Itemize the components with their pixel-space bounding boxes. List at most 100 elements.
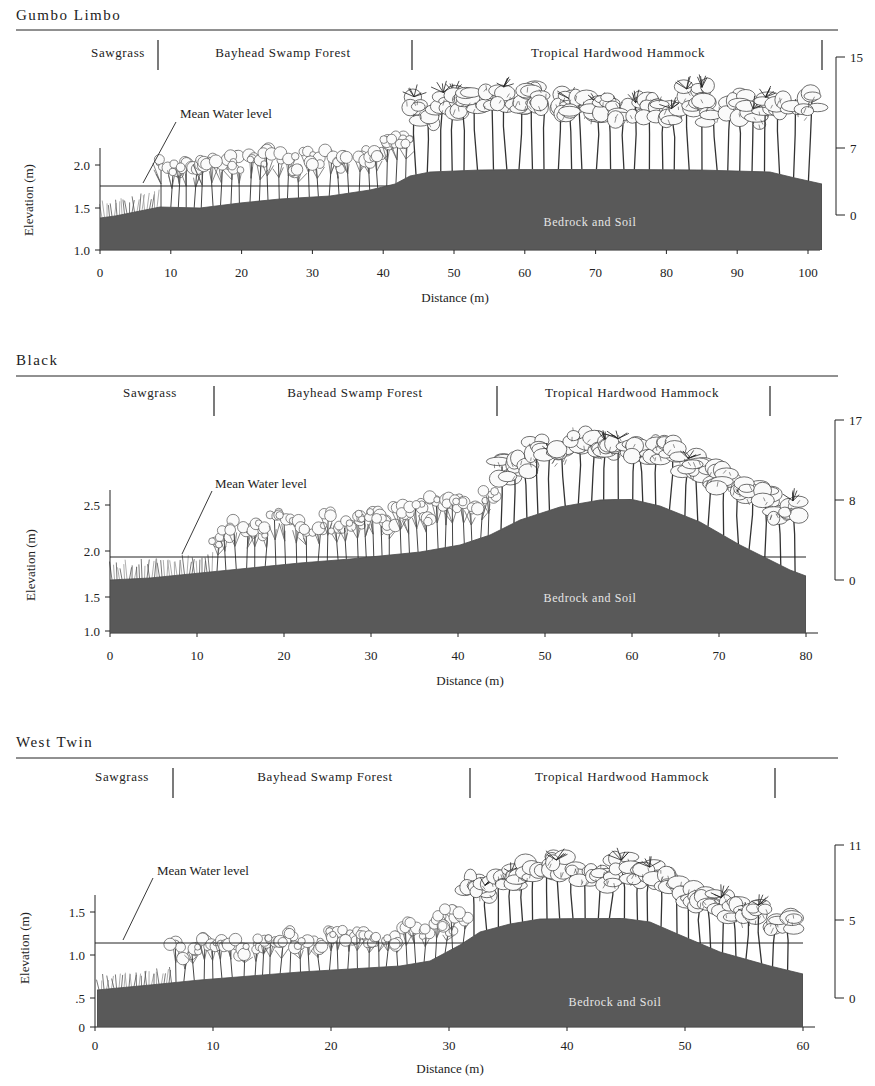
bedrock-fill	[110, 499, 806, 633]
x-tick	[95, 1027, 96, 1031]
sawgrass-blade	[113, 565, 115, 580]
axis-title: Elevation (m)	[22, 164, 35, 236]
shrub-foliage	[346, 520, 353, 527]
shrub-branch	[172, 175, 175, 188]
shrub-foliage	[459, 498, 467, 506]
leaf-hatch	[591, 119, 593, 124]
leaf-hatch	[770, 515, 772, 520]
tick-label: 1.0	[69, 949, 85, 962]
tick-label: 0	[92, 1039, 99, 1052]
height-scale	[835, 845, 836, 998]
sawgrass-blade	[196, 561, 198, 574]
shrub-branch	[413, 933, 415, 944]
shrub-stem	[266, 156, 268, 200]
shrub-branch	[154, 170, 161, 184]
leaf-hatch	[733, 491, 735, 496]
tick-label: 30	[443, 1039, 456, 1052]
sawgrass-blade	[110, 203, 112, 216]
bedrock-shape	[110, 499, 806, 633]
palm-frond	[621, 852, 629, 860]
leaf-hatch	[660, 870, 661, 874]
tick-label: 40	[561, 1039, 574, 1052]
shrub-foliage	[420, 924, 430, 934]
leaf-hatch	[530, 458, 531, 461]
sawgrass-blade	[119, 974, 120, 988]
sawgrass-blade	[116, 200, 117, 216]
sawgrass-blade	[130, 974, 132, 987]
tree-canopy	[789, 508, 808, 523]
scale-tick	[836, 148, 845, 149]
shrub-branch	[406, 151, 415, 159]
x-tick	[806, 633, 807, 637]
sawgrass-blade	[152, 973, 154, 984]
region-label: Bedrock and Soil	[544, 592, 637, 604]
bedrock-region: Bedrock and Soil	[97, 918, 803, 1027]
leaf-hatch	[777, 101, 779, 106]
shrub-foliage	[228, 161, 237, 170]
tick-label: 20	[325, 1039, 338, 1052]
tick-label: 1.0	[84, 625, 100, 638]
shrub-branch	[444, 512, 452, 523]
palm-frond	[678, 81, 687, 89]
shrub-branch	[229, 951, 231, 959]
tree-canopy	[700, 78, 714, 93]
leaf-hatch	[549, 864, 551, 868]
tick-label: 10	[207, 1039, 220, 1052]
scale-label: 5	[849, 914, 856, 927]
tick-label: 70	[713, 649, 726, 662]
panel-frame	[16, 376, 844, 637]
leaf-hatch	[787, 919, 789, 924]
bedrock-shape	[97, 918, 803, 1027]
leaf-hatch	[688, 462, 691, 466]
leaf-hatch	[506, 871, 507, 877]
palm-frond	[414, 93, 421, 97]
bedrock-shape	[100, 169, 822, 250]
sawgrass-blade	[123, 200, 125, 215]
leaf-hatch	[757, 906, 759, 911]
shrub-foliage	[472, 503, 484, 515]
sawgrass-blade	[150, 199, 152, 209]
shrub-foliage	[169, 168, 177, 176]
palm-frond	[721, 886, 728, 898]
shrub-stem	[247, 532, 248, 568]
shrub-branch	[293, 530, 297, 543]
sawgrass-blade	[122, 975, 123, 988]
tick-label: .5	[75, 992, 85, 1005]
tree-canopy	[567, 431, 580, 441]
scale-tick	[835, 500, 844, 501]
tree-canopy	[779, 507, 791, 517]
shrub-branch	[219, 951, 221, 960]
sawgrass-blade	[132, 196, 134, 212]
tick-label: 90	[731, 266, 744, 279]
sawgrass-blade	[125, 201, 127, 214]
y-tick	[95, 208, 100, 209]
shrub-stem	[471, 513, 472, 541]
leaf-hatch	[414, 102, 415, 106]
leaf-hatch	[479, 896, 480, 901]
shrub-branch	[275, 950, 281, 958]
y-tick	[90, 1027, 95, 1028]
zone-label: Tropical Hardwood Hammock	[531, 46, 705, 59]
palm-frond	[410, 88, 414, 97]
leaf-hatch	[748, 920, 750, 926]
tick-label: 20	[278, 649, 291, 662]
palm-frond	[759, 895, 763, 905]
palm-frond	[557, 91, 569, 99]
leaf-hatch	[406, 101, 407, 106]
shrub-stem	[357, 523, 358, 558]
tree-canopy	[498, 471, 516, 481]
leaf-hatch	[673, 444, 674, 448]
leaf-hatch	[526, 878, 527, 881]
shrub-foliage	[177, 952, 189, 964]
axis-title: Elevation (m)	[18, 912, 31, 984]
sawgrass-blade	[107, 976, 109, 989]
shrub-branch	[263, 165, 267, 176]
zone-label: Tropical Hardwood Hammock	[545, 386, 719, 399]
tree-canopy	[531, 95, 548, 111]
leaf-hatch	[710, 472, 712, 476]
sawgrass-blade	[143, 195, 144, 210]
sawgrass-blade	[190, 562, 192, 574]
sawgrass-blade	[155, 558, 157, 577]
tree-canopy	[623, 448, 640, 463]
shrub-foliage	[247, 156, 254, 163]
